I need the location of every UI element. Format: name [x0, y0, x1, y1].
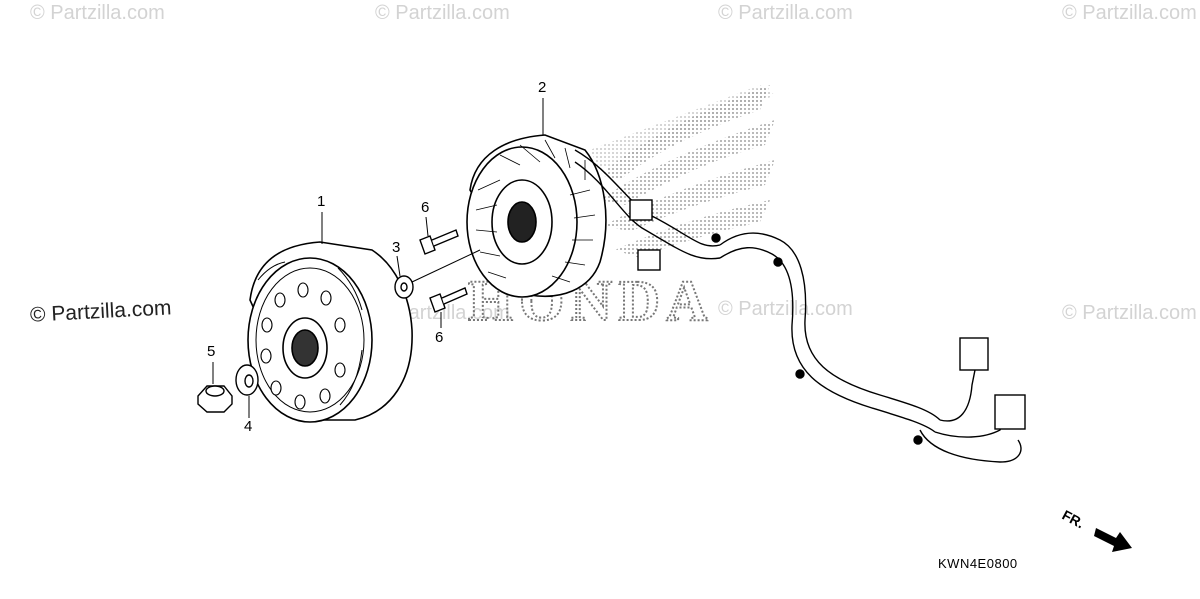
- diagram-code: KWN4E0800: [938, 556, 1018, 571]
- watermark-top-4: © Partzilla.com: [1062, 2, 1197, 24]
- bolt-part-6-lower: [429, 287, 468, 328]
- stator-part-2: [466, 98, 607, 298]
- callout-1: 1: [317, 193, 326, 210]
- callout-5: 5: [207, 343, 216, 360]
- flywheel-part-1: [247, 212, 413, 423]
- front-direction-arrow: [1094, 528, 1132, 552]
- bolt-part-6-upper: [419, 216, 459, 255]
- callout-6-upper: 6: [421, 199, 430, 216]
- callout-6-lower: 6: [435, 329, 444, 346]
- watermark-mid-2: © Partzilla.com: [718, 298, 853, 320]
- wire-harness: [574, 149, 1026, 463]
- callout-3: 3: [392, 239, 401, 256]
- callout-2: 2: [538, 79, 547, 96]
- watermark-mid-3: © Partzilla.com: [1062, 302, 1197, 324]
- watermark-top-2: © Partzilla.com: [375, 2, 510, 24]
- honda-wing-logo: [590, 85, 775, 258]
- callout-4: 4: [244, 418, 253, 435]
- washer-part-3: [394, 249, 481, 299]
- watermark-top-1: © Partzilla.com: [30, 2, 165, 24]
- nut-part-5: [197, 362, 233, 413]
- washer-part-4: [235, 364, 259, 418]
- watermark-top-3: © Partzilla.com: [718, 2, 853, 24]
